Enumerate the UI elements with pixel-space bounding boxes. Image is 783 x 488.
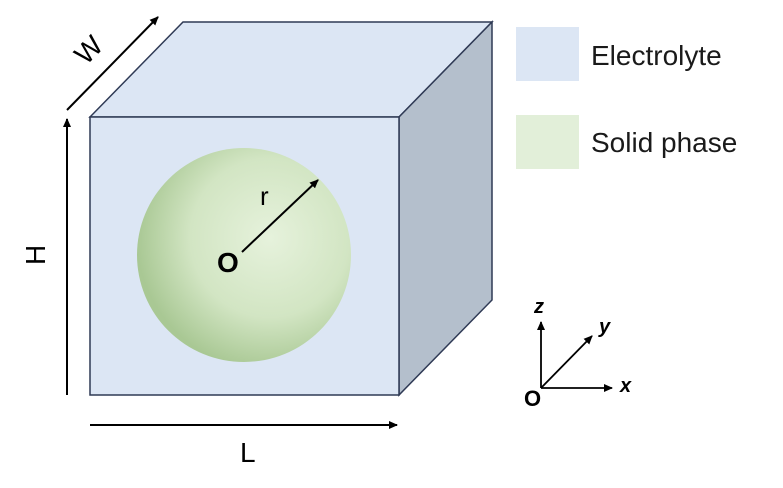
width-arrow bbox=[66, 16, 159, 111]
y-axis-label: y bbox=[598, 316, 611, 338]
legend-label-electrolyte: Electrolyte bbox=[591, 40, 722, 71]
length-label: L bbox=[240, 437, 256, 468]
y-axis bbox=[540, 335, 593, 389]
legend-label-solid-phase: Solid phase bbox=[591, 127, 738, 158]
coordinate-axes: z y x O bbox=[524, 296, 632, 411]
legend-swatch-solid-phase bbox=[516, 115, 579, 169]
solid-phase-sphere bbox=[137, 148, 351, 362]
radius-arrow bbox=[241, 179, 319, 253]
sphere-center-label: O bbox=[217, 247, 239, 278]
height-label: H bbox=[20, 245, 51, 265]
z-axis-label: z bbox=[533, 296, 544, 318]
origin-label: O bbox=[524, 386, 541, 411]
radius-label: r bbox=[260, 181, 269, 211]
x-axis-label: x bbox=[619, 375, 632, 397]
legend-swatch-electrolyte bbox=[516, 27, 579, 81]
width-label: W bbox=[68, 29, 109, 70]
